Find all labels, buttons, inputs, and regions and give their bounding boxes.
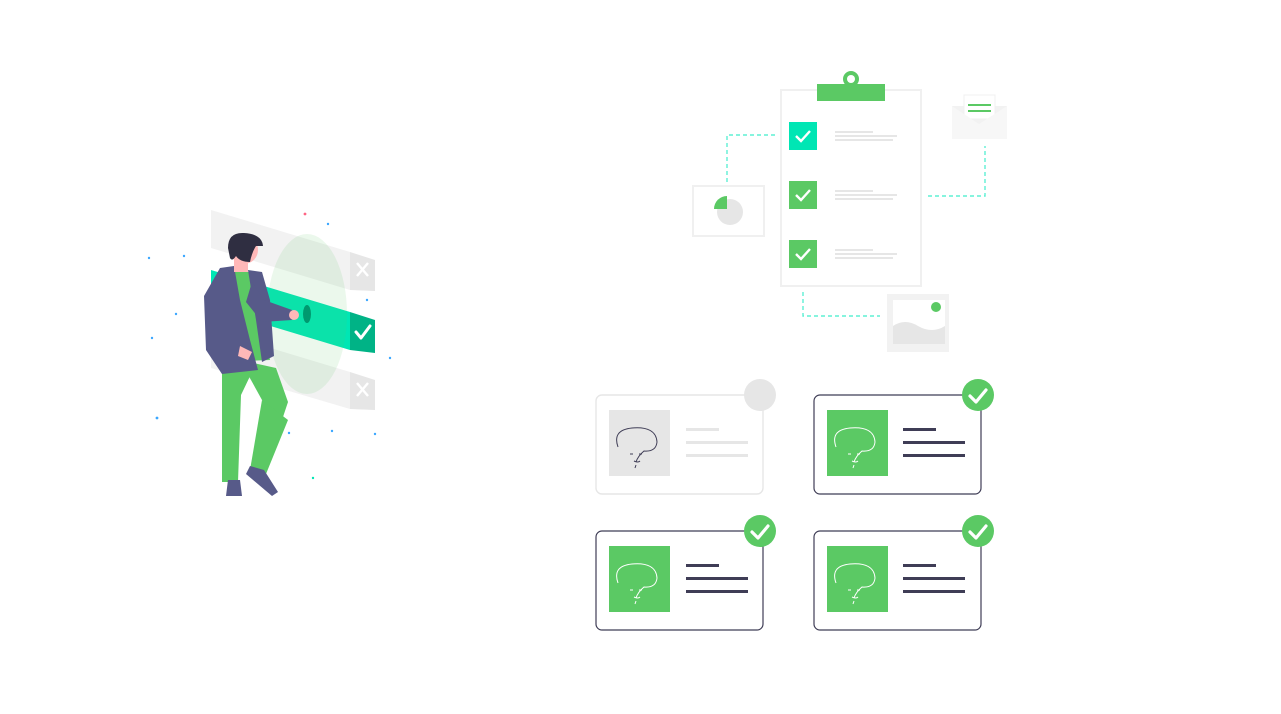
profile-cards bbox=[595, 379, 994, 631]
option-row-top bbox=[211, 210, 375, 291]
envelope-icon bbox=[952, 94, 1007, 139]
checklist-item-1 bbox=[789, 122, 897, 150]
check-icon bbox=[968, 524, 988, 540]
check-icon bbox=[795, 248, 811, 261]
check-icon bbox=[795, 130, 811, 143]
avatar-sketch-icon bbox=[834, 427, 876, 469]
pie-chart-icon bbox=[692, 185, 765, 237]
avatar-sketch-icon bbox=[616, 563, 658, 605]
image-icon bbox=[887, 294, 949, 352]
profile-card-approved-2 bbox=[595, 515, 776, 631]
dashed-connectors bbox=[726, 134, 986, 317]
approved-badge bbox=[744, 515, 776, 547]
checklist-scene bbox=[692, 71, 1007, 352]
approved-badge bbox=[962, 515, 994, 547]
check-icon bbox=[750, 524, 770, 540]
profile-card-approved-1 bbox=[813, 379, 994, 495]
profile-card-approved-3 bbox=[813, 515, 994, 631]
confetti bbox=[147, 212, 392, 480]
person-illustration bbox=[204, 232, 299, 496]
approved-badge bbox=[962, 379, 994, 411]
profile-card-pending bbox=[595, 379, 776, 495]
options-scene bbox=[147, 210, 392, 496]
check-icon bbox=[795, 189, 811, 202]
pending-badge bbox=[744, 379, 776, 411]
x-icon bbox=[356, 262, 369, 277]
checklist-item-2 bbox=[789, 181, 897, 209]
cursor-marker bbox=[303, 305, 311, 323]
avatar-sketch-icon bbox=[616, 427, 658, 469]
avatar-sketch-icon bbox=[834, 563, 876, 605]
check-icon bbox=[968, 388, 988, 404]
x-icon bbox=[356, 382, 369, 397]
check-icon bbox=[354, 324, 372, 340]
checklist-item-3 bbox=[789, 240, 897, 268]
